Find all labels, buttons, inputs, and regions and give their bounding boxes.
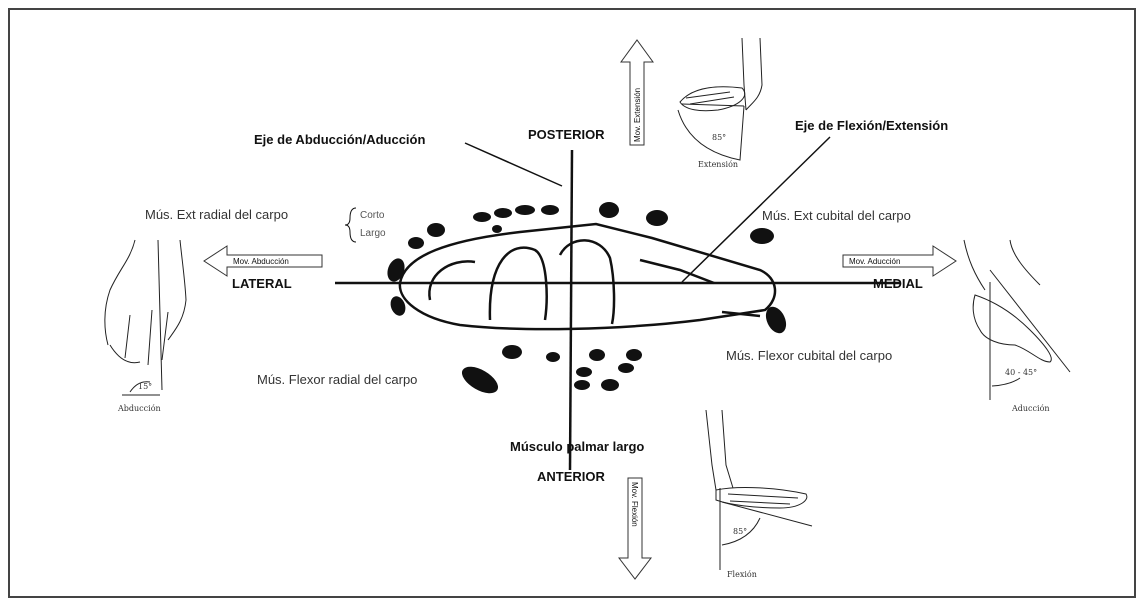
ext-cubital-label: Mús. Ext cubital del carpo <box>762 208 911 223</box>
posterior-label: POSTERIOR <box>528 127 605 142</box>
flexion-angle: 85° <box>733 527 747 536</box>
flexion-movement-label: Mov. Flexión <box>630 482 639 527</box>
flexor-cubital-label: Mús. Flexor cubital del carpo <box>726 348 892 363</box>
adduction-caption: Aducción <box>1011 404 1050 413</box>
ext-radial-largo-label: Largo <box>360 228 386 239</box>
extension-hand-sketch: 85° Extensión <box>678 38 762 169</box>
adduction-movement-label: Mov. Aducción <box>849 257 900 266</box>
abduction-axis-pointer <box>465 143 562 186</box>
abduction-hand-sketch: 15° Abducción <box>105 240 186 413</box>
extension-caption: Extensión <box>698 160 738 169</box>
lateral-label: LATERAL <box>232 276 292 291</box>
ext-radial-corto-label: Corto <box>360 210 385 221</box>
flexion-caption: Flexión <box>727 570 757 579</box>
adduction-hand-sketch: 40 - 45° Aducción <box>964 240 1070 413</box>
flexion-hand-sketch: 85° Flexión <box>706 410 812 579</box>
medial-label: MEDIAL <box>873 276 923 291</box>
extension-angle: 85° <box>712 133 726 142</box>
vertical-axis <box>570 150 572 470</box>
adduction-angle: 40 - 45° <box>1005 368 1037 377</box>
abduction-arrow: Mov. Abducción <box>204 246 322 276</box>
ext-radial-label: Mús. Ext radial del carpo <box>145 207 288 222</box>
adduction-arrow: Mov. Aducción <box>843 246 956 276</box>
extension-movement-label: Mov. Extensión <box>633 88 642 142</box>
ext-radial-brace <box>345 208 356 242</box>
abduction-axis-label: Eje de Abducción/Aducción <box>254 132 425 147</box>
flexor-radial-label: Mús. Flexor radial del carpo <box>257 372 417 387</box>
carpal-bones-outline <box>400 224 775 329</box>
abduction-angle: 15° <box>138 382 152 391</box>
abduction-caption: Abducción <box>117 404 161 413</box>
abduction-movement-label: Mov. Abducción <box>233 257 289 266</box>
flexion-axis-label: Eje de Flexión/Extensión <box>795 118 948 133</box>
anterior-label: ANTERIOR <box>537 469 606 484</box>
flexion-arrow: Mov. Flexión <box>619 478 651 579</box>
extension-arrow: Mov. Extensión <box>621 40 653 145</box>
tendon-sections <box>384 202 790 399</box>
palmar-largo-label: Músculo palmar largo <box>510 439 644 454</box>
